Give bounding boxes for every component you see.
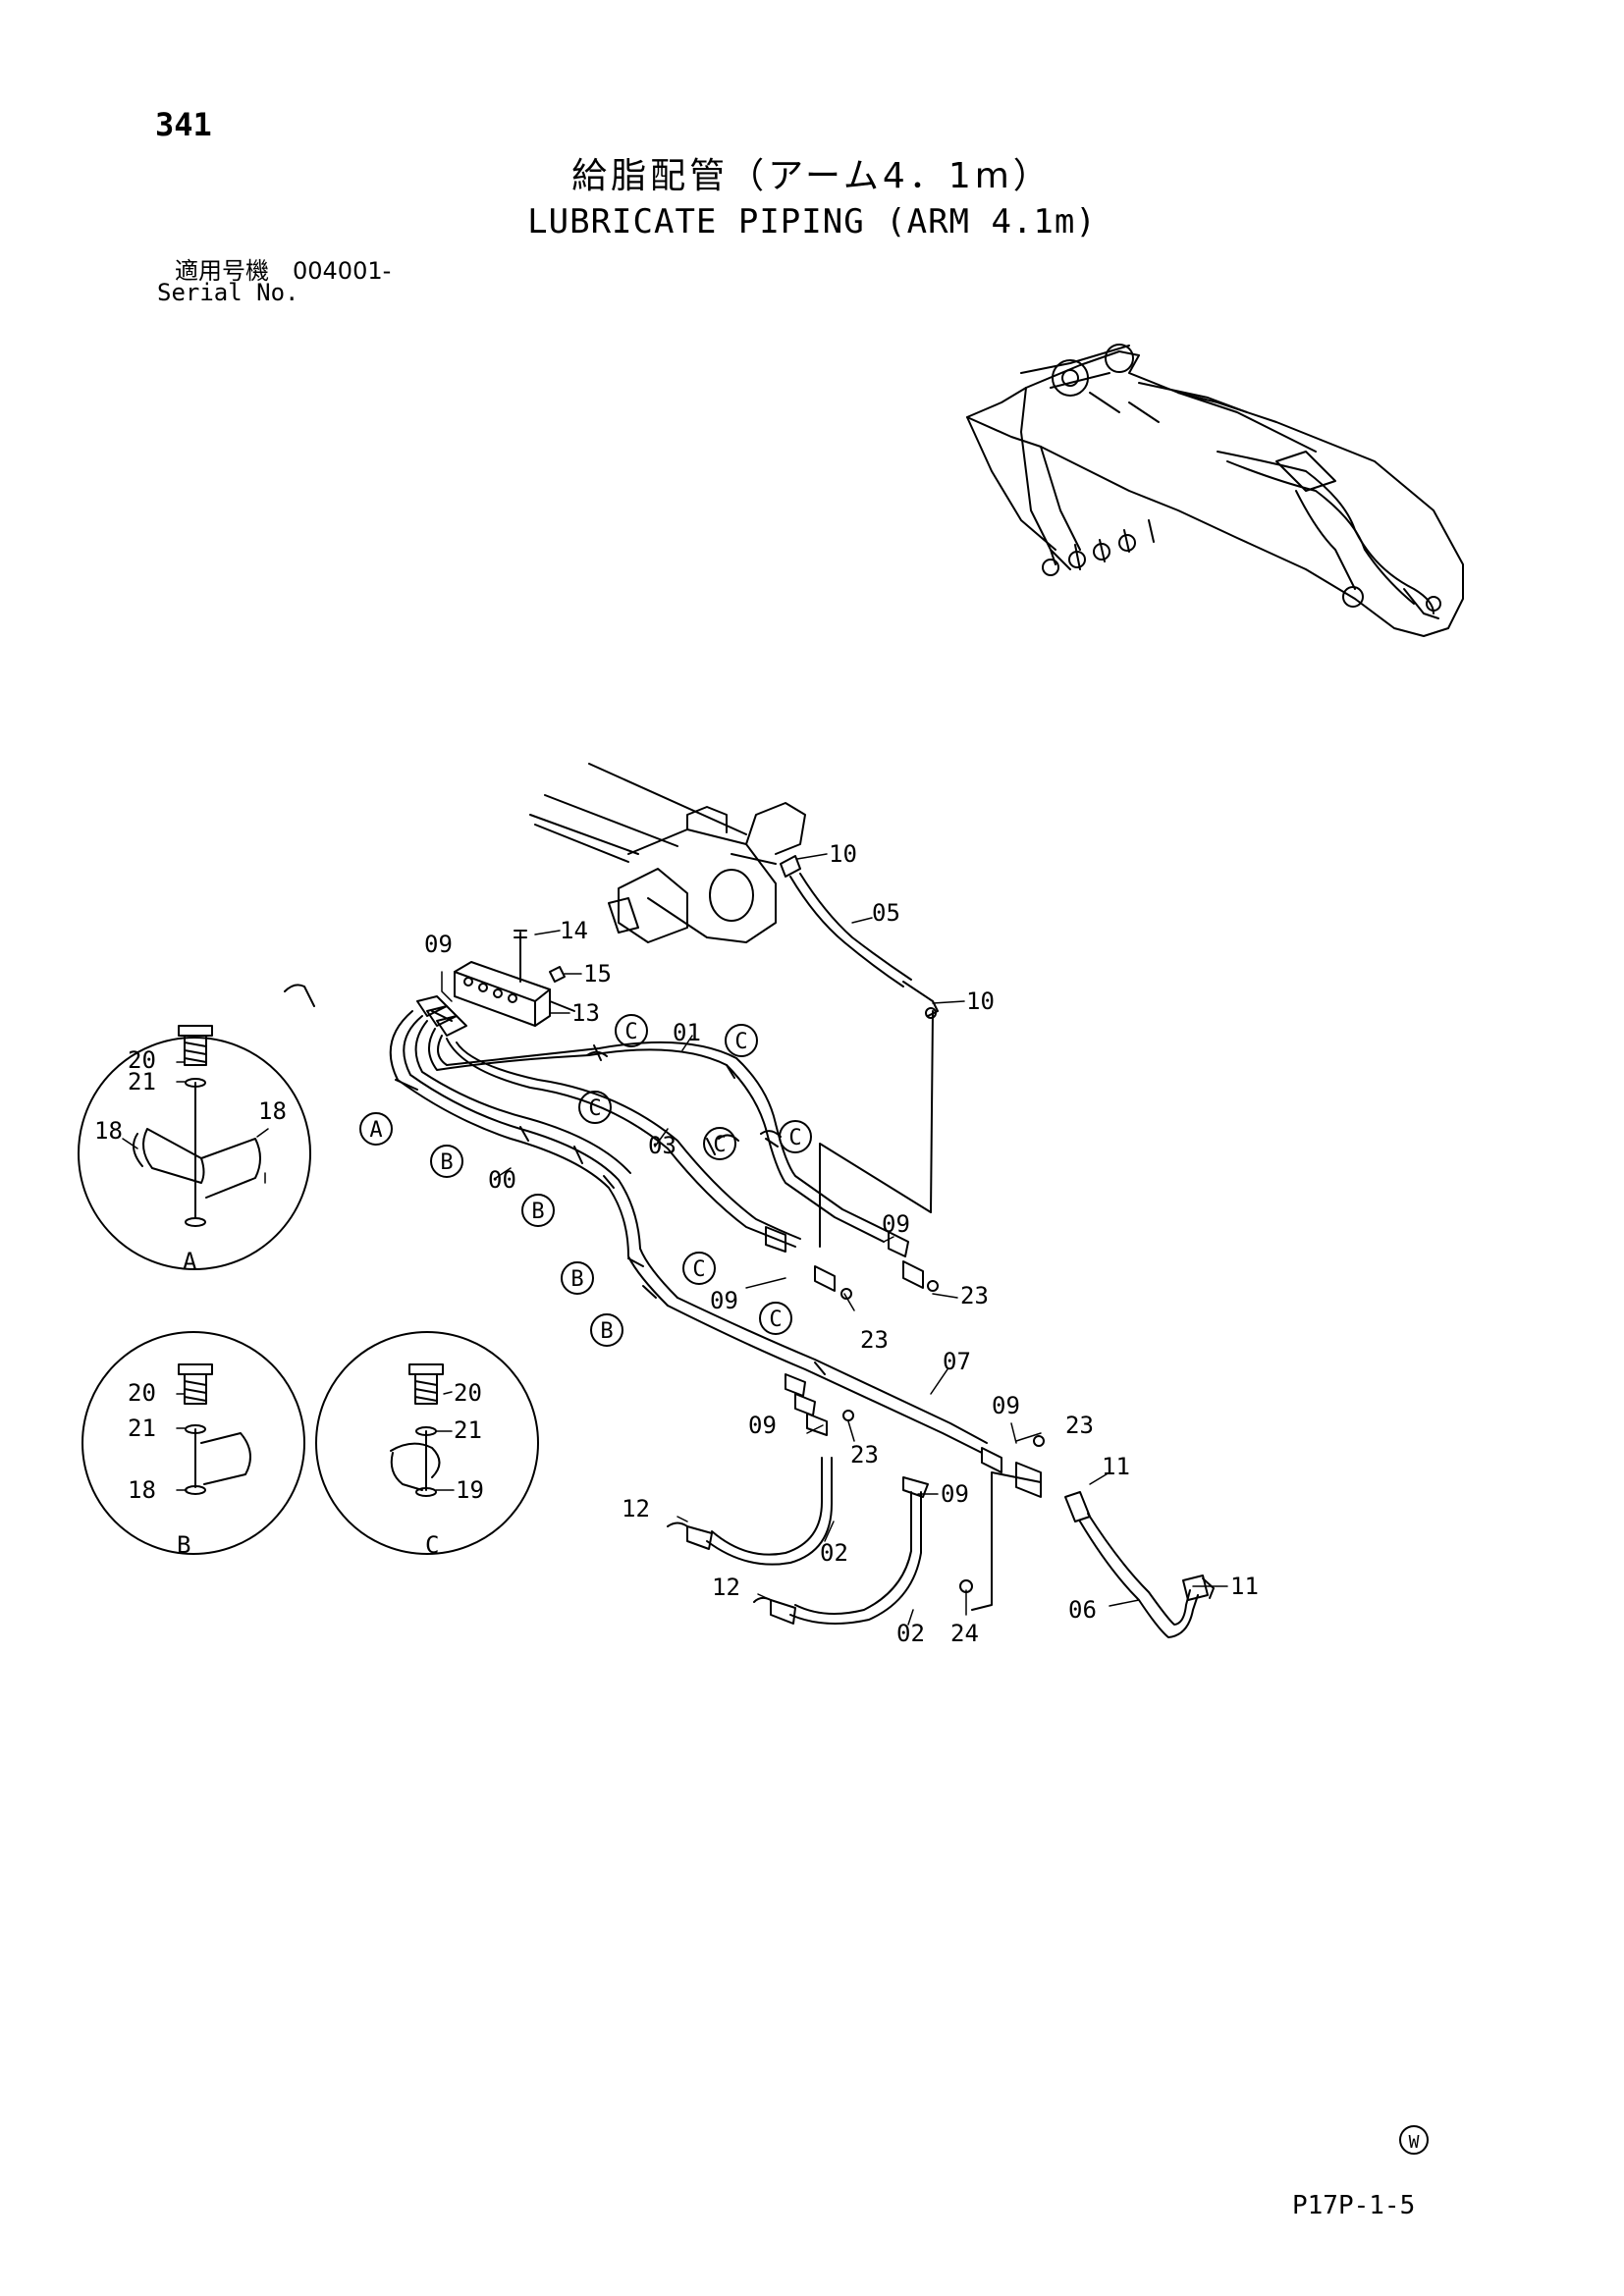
detail-b-part-20: 20 — [128, 1379, 156, 1407]
part-label-02: 02 — [896, 1620, 925, 1647]
part-label-09: 09 — [992, 1392, 1020, 1419]
part-label-14: 14 — [560, 917, 588, 944]
callout-c: C — [692, 1257, 705, 1282]
part-label-07: 07 — [943, 1348, 971, 1375]
part-label-10: 10 — [829, 840, 857, 868]
part-label-23: 23 — [860, 1326, 889, 1354]
hose-06-lower — [959, 1471, 1215, 1638]
part-label-12: 12 — [712, 1574, 740, 1601]
detail-a-part-18-left: 18 — [94, 1117, 123, 1145]
callout-a: A — [369, 1118, 382, 1143]
distribution-block-13 — [454, 930, 575, 1027]
page-number: 341 — [155, 106, 212, 143]
callout-c: C — [769, 1308, 782, 1332]
detail-b-label: B — [177, 1531, 190, 1559]
callout-b: B — [531, 1200, 544, 1224]
part-label-12: 12 — [622, 1495, 650, 1522]
detail-view-b — [81, 1331, 305, 1555]
leader-lines — [441, 853, 1228, 1626]
part-label-06: 06 — [1068, 1596, 1097, 1624]
callout-b: B — [600, 1319, 613, 1344]
detail-view-a — [78, 1025, 311, 1270]
part-label-09: 09 — [710, 1287, 738, 1314]
arm-overview-illustration — [966, 344, 1464, 637]
callout-c: C — [588, 1096, 601, 1121]
serial-label-english: Serial No. — [157, 279, 299, 306]
callout-circles — [359, 1014, 1429, 2155]
detail-a-part-18-right: 18 — [258, 1097, 287, 1125]
part-label-09: 09 — [941, 1480, 969, 1508]
callout-b: B — [440, 1150, 453, 1175]
detail-c-part-19: 19 — [456, 1476, 484, 1504]
footer-code: P17P-1-5 — [1292, 2191, 1416, 2220]
detail-c-part-20: 20 — [454, 1379, 482, 1407]
detail-b-part-18: 18 — [128, 1476, 156, 1504]
pipe-clamps — [395, 1044, 826, 1375]
title-japanese: 給脂配管（アーム4．1m） — [571, 156, 1053, 196]
detail-a-part-20: 20 — [128, 1046, 156, 1074]
part-label-23: 23 — [850, 1441, 879, 1468]
part-label-11: 11 — [1230, 1573, 1259, 1600]
part-label-05: 05 — [872, 899, 900, 927]
part-label-01: 01 — [673, 1019, 701, 1046]
callout-b: B — [570, 1267, 583, 1292]
serial-label-japanese: 適用号機 004001- — [175, 257, 392, 285]
hose-bundle-00-01-03 — [389, 1010, 988, 1454]
callout-c: C — [713, 1133, 726, 1157]
title-english: LUBRICATE PIPING (ARM 4.1m) — [527, 202, 1097, 241]
fitting-blocks — [284, 984, 1045, 1498]
part-label-09: 09 — [748, 1412, 777, 1439]
part-label-23: 23 — [1065, 1412, 1094, 1439]
fitting-10-lines — [780, 855, 934, 1248]
detail-c-part-21: 21 — [454, 1416, 482, 1444]
detail-a-label: A — [183, 1248, 197, 1275]
part-label-03: 03 — [648, 1132, 677, 1159]
part-label-15: 15 — [583, 960, 612, 988]
hose-05 — [789, 873, 939, 1019]
callout-c: C — [734, 1030, 747, 1054]
part-label-09: 09 — [424, 931, 453, 958]
part-label-24: 24 — [950, 1620, 979, 1647]
detail-leaders — [122, 1061, 455, 1491]
watermark-symbol: W — [1409, 2132, 1420, 2153]
arm-cylinder-illustration — [529, 763, 806, 943]
part-label-10: 10 — [966, 988, 995, 1015]
detail-a-part-21: 21 — [128, 1068, 156, 1095]
part-label-00: 00 — [488, 1166, 516, 1194]
callout-c: C — [788, 1126, 801, 1150]
part-label-13: 13 — [571, 999, 600, 1027]
detail-c-label: C — [425, 1531, 439, 1559]
detail-b-part-21: 21 — [128, 1415, 156, 1442]
part-label-11: 11 — [1102, 1453, 1130, 1480]
detail-view-c — [315, 1331, 539, 1555]
part-label-09: 09 — [882, 1210, 910, 1238]
callout-c: C — [624, 1020, 637, 1044]
part-label-23: 23 — [960, 1282, 989, 1309]
part-label-02: 02 — [820, 1539, 848, 1567]
hose-02-lower — [667, 1457, 929, 1625]
